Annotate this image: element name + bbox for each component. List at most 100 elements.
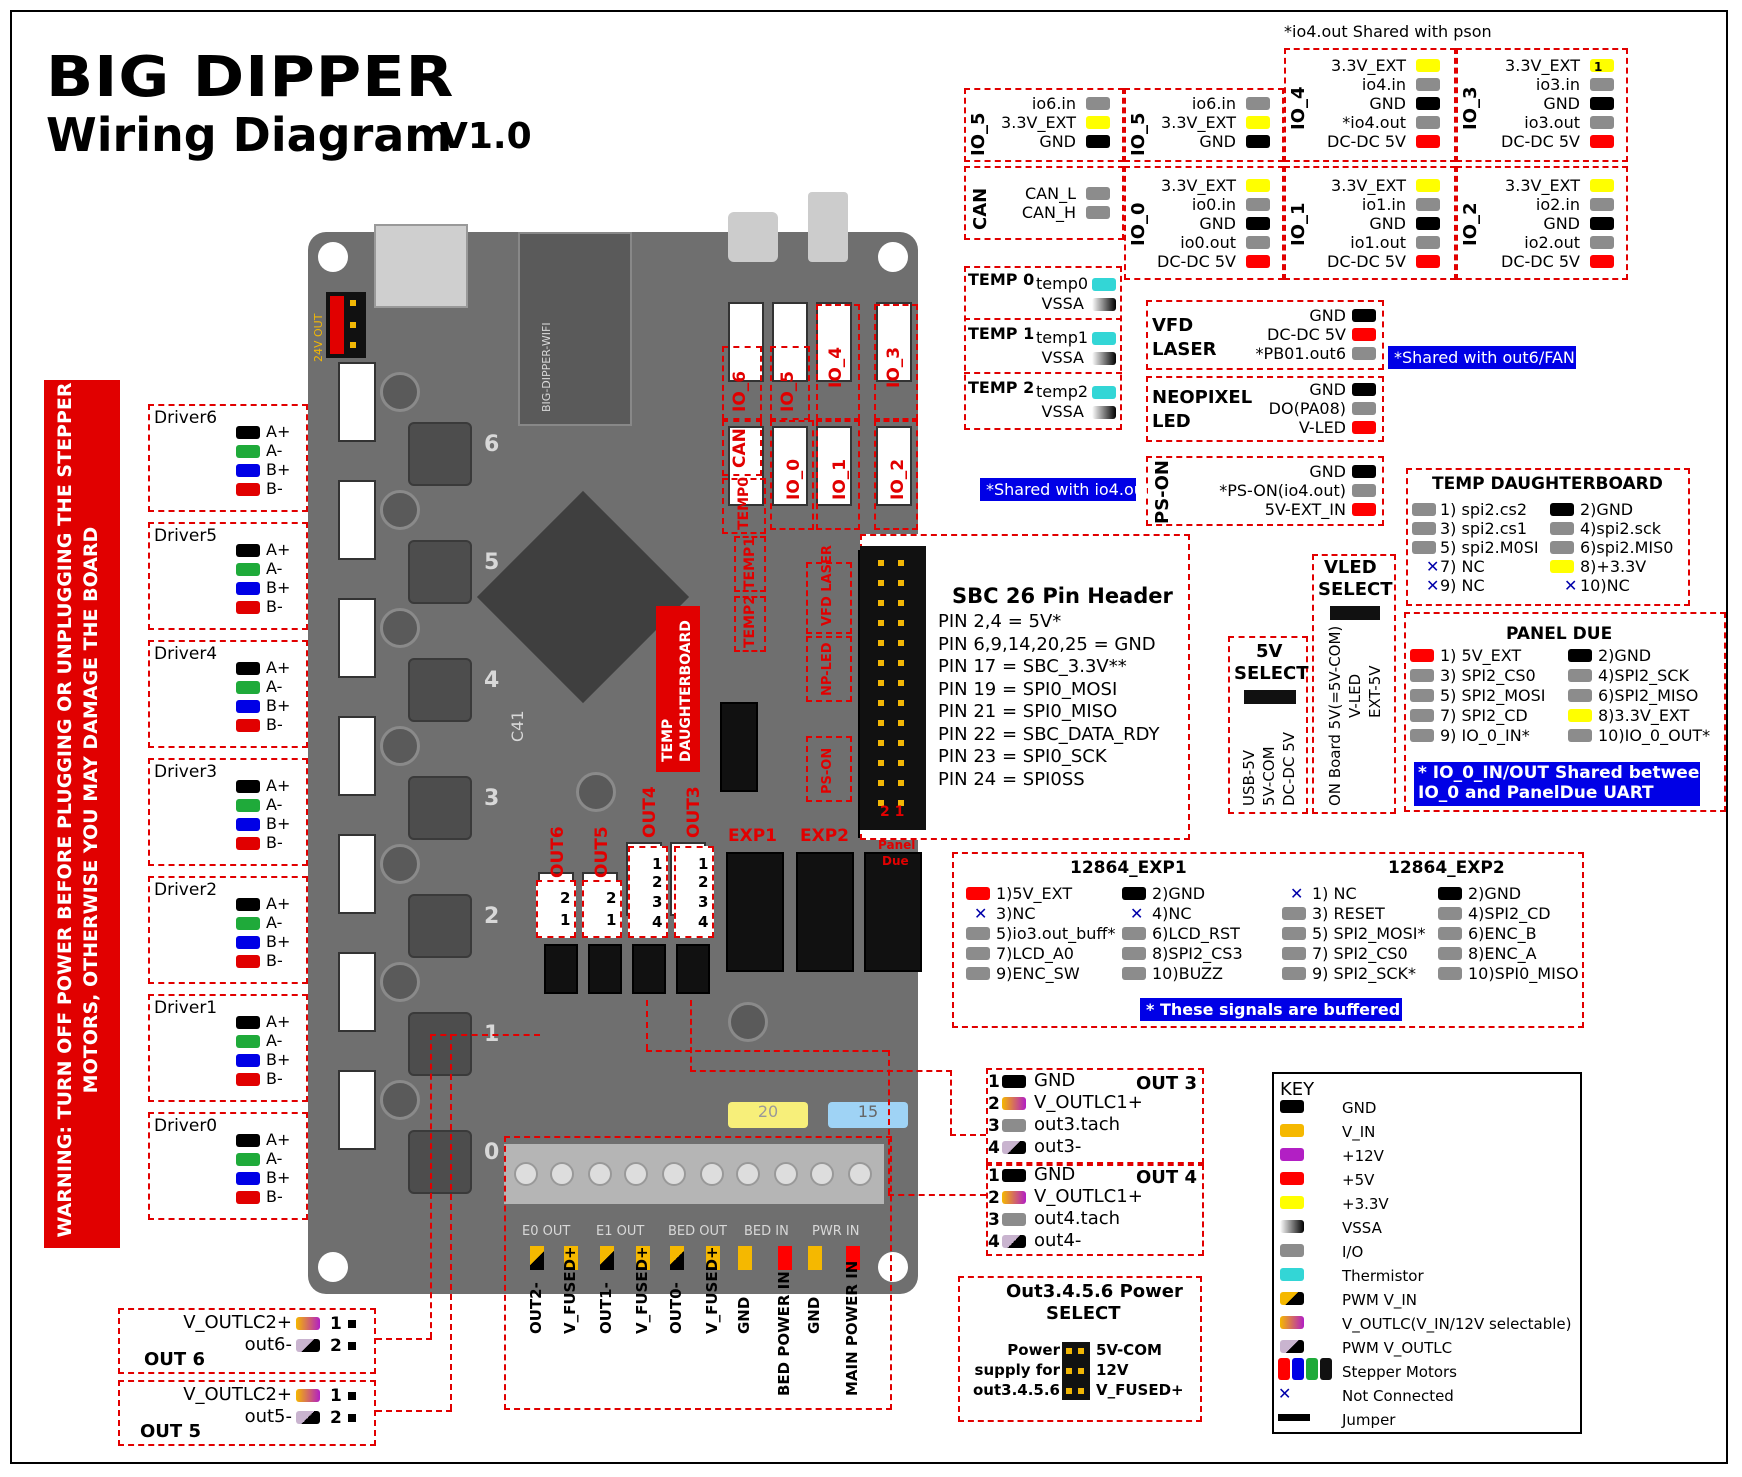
io4-row-label: DC-DC 5V	[1327, 132, 1406, 151]
io0-row-label: DC-DC 5V	[1157, 252, 1236, 271]
board-npled-label: NP-LED	[820, 642, 835, 696]
sbc-line: PIN 21 = SPI0_MISO	[938, 701, 1118, 722]
neopixel-label1: NEOPIXEL	[1152, 387, 1253, 408]
driver-pin-swatch	[236, 1134, 260, 1147]
leader-line	[690, 1070, 952, 1072]
paneldue-left: 5) SPI2_MOSI	[1440, 686, 1546, 705]
driver-pin-label: B+	[266, 460, 291, 479]
nc-icon: ✕	[1130, 904, 1144, 923]
exp-swatch	[966, 967, 990, 980]
driver5-box: Driver5	[148, 522, 308, 630]
exp-pin-label: 3) RESET	[1312, 904, 1385, 923]
pson-row-swatch	[1352, 465, 1376, 478]
exp-swatch	[1438, 887, 1462, 900]
capacitor	[576, 772, 616, 812]
io4-row-label: io4.in	[1361, 75, 1406, 94]
leader-line	[430, 1034, 432, 1338]
can-row-swatch	[1086, 206, 1110, 219]
exp-swatch	[966, 887, 990, 900]
sbc-title: SBC 26 Pin Header	[952, 584, 1173, 608]
terminal-swatch	[670, 1246, 684, 1270]
io4-row-label: GND	[1369, 94, 1406, 113]
board-out5-label: OUT5	[592, 826, 612, 878]
driver0-box: Driver0	[148, 1112, 308, 1220]
warning-text: WARNING: TURN OFF POWER BEFORE PLUGGING …	[54, 382, 102, 1238]
driver-pin-swatch	[236, 662, 260, 675]
paneldue-header	[864, 852, 922, 972]
tempdb-right: 6)spi2.MIS0	[1580, 538, 1674, 557]
terminal-swatch	[600, 1246, 614, 1270]
out6-swatch	[296, 1317, 320, 1330]
io5b-row-swatch	[1246, 135, 1270, 148]
board-can-box	[722, 420, 762, 476]
key-swatch	[1280, 1292, 1304, 1305]
io0-row-swatch	[1246, 198, 1270, 211]
tempdb-swatch	[1412, 522, 1436, 535]
driver-pin-swatch	[236, 898, 260, 911]
exp-swatch	[1122, 927, 1146, 940]
sd-card-slot	[374, 224, 468, 308]
terminal-label: MAIN POWER IN	[843, 1260, 861, 1396]
driver-pin-swatch	[236, 917, 260, 930]
board-e1out: E1 OUT	[596, 1224, 645, 1239]
capacitor	[380, 844, 420, 884]
board-temp2-label: TEMP2	[742, 594, 758, 648]
out2-jumper	[544, 944, 578, 994]
io0-row-label: 3.3V_EXT	[1161, 176, 1236, 195]
vled-select-box: VLED SELECT ON Board 5V(=5V-COM) V-LED E…	[1312, 554, 1396, 814]
driver-pin-label: A-	[266, 441, 283, 460]
temp-divider	[964, 372, 1122, 374]
board-panel2-label: Due	[882, 854, 909, 868]
io1-row-label: GND	[1369, 214, 1406, 233]
io1-row-swatch	[1416, 179, 1440, 192]
exp-swatch	[1282, 907, 1306, 920]
driver-pin-swatch	[236, 681, 260, 694]
io0-row-label: io0.in	[1191, 195, 1236, 214]
board-io1-label: IO_1	[830, 458, 850, 500]
temp-label: TEMP 1	[968, 324, 1035, 343]
io4-row-swatch	[1416, 78, 1440, 91]
io4-row-label: 3.3V_EXT	[1331, 56, 1406, 75]
driver-name: Driver1	[154, 998, 218, 1018]
exp-pin-label: 5)io3.out_buff*	[996, 924, 1116, 943]
exp-pin-label: 6)LCD_RST	[1152, 924, 1240, 943]
paneldue-swatch	[1410, 689, 1434, 702]
out5-row: V_OUTLC2+	[183, 1384, 292, 1405]
driver-pin-swatch	[236, 780, 260, 793]
driver-pin-swatch	[236, 719, 260, 732]
pwr24-header	[326, 292, 366, 358]
neopixel-row-label: GND	[1309, 380, 1346, 399]
neopixel-row-label: DO(PA08)	[1268, 399, 1346, 418]
vssa-swatch	[1092, 352, 1116, 365]
nc-icon: ✕	[1426, 576, 1440, 595]
io1-row-swatch	[1416, 236, 1440, 249]
key-label: VSSA	[1342, 1219, 1382, 1237]
driver5-chip	[408, 540, 472, 604]
driver-pin-label: A+	[266, 894, 291, 913]
terminal-swatch	[530, 1246, 544, 1270]
usb-c-port	[728, 212, 778, 262]
io0-row-label: io0.out	[1180, 233, 1236, 252]
exp-pin-label: 3)NC	[996, 904, 1036, 923]
paneldue-note1: * IO_0_IN/OUT Shared between	[1418, 763, 1712, 783]
neopixel-box: NEOPIXEL LED	[1146, 376, 1384, 442]
temp-pin: temp0	[1036, 274, 1089, 293]
board-temp1-label: TEMP1	[742, 536, 758, 590]
key-label: Not Connected	[1342, 1387, 1454, 1405]
driver-pin-label: B-	[266, 715, 283, 734]
io5a-row-label: GND	[1039, 132, 1076, 151]
pin-marker	[348, 1320, 356, 1328]
out6-row: V_OUTLC2+	[183, 1312, 292, 1333]
out3-swatch	[1002, 1075, 1026, 1088]
sbc-pins-graphic	[860, 546, 926, 830]
io2-row-swatch	[1590, 236, 1614, 249]
key-swatch	[1280, 1316, 1304, 1329]
board-out4-label: OUT4	[640, 786, 660, 838]
driver-pin-swatch	[236, 1035, 260, 1048]
tempdb-swatch	[1550, 503, 1574, 516]
io2-connector	[876, 426, 912, 506]
fuse-15: 15	[828, 1102, 908, 1128]
fan-power-jumper	[676, 944, 710, 994]
driver-pin-label: B+	[266, 932, 291, 951]
driver-pin-label: A-	[266, 913, 283, 932]
